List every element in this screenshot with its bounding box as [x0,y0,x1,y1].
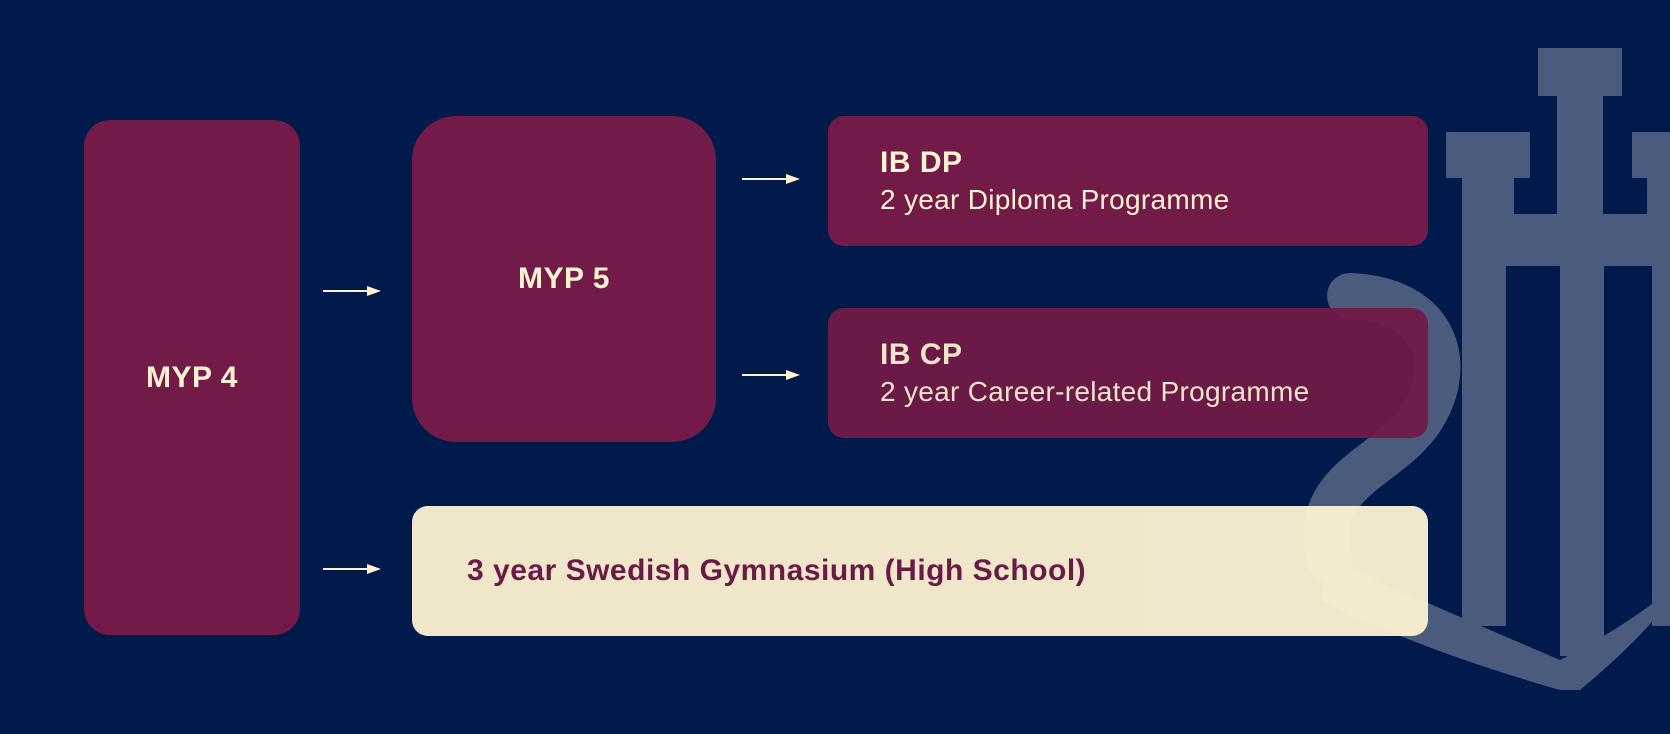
ib-dp-subtitle: 2 year Diploma Programme [880,184,1230,215]
ib-cp-box: IB CP 2 year Career-related Programme [828,308,1428,438]
ib-cp-subtitle: 2 year Career-related Programme [880,376,1310,407]
myp4-box: MYP 4 [84,120,300,635]
myp4-title: MYP 4 [146,360,238,394]
arrow-myp4-to-gymnasium [323,564,381,574]
ib-cp-title: IB CP [880,338,963,371]
gymnasium-box: 3 year Swedish Gymnasium (High School) [412,506,1428,636]
arrow-myp5-to-ib-cp [742,370,800,380]
arrow-myp5-to-ib-dp [742,174,800,184]
myp5-box: MYP 5 [412,116,716,442]
ib-dp-box: IB DP 2 year Diploma Programme [828,116,1428,246]
ib-dp-title: IB DP [880,146,963,179]
myp5-title: MYP 5 [518,262,610,295]
gymnasium-title: 3 year Swedish Gymnasium (High School) [467,554,1087,587]
arrow-myp4-to-myp5 [323,286,381,296]
